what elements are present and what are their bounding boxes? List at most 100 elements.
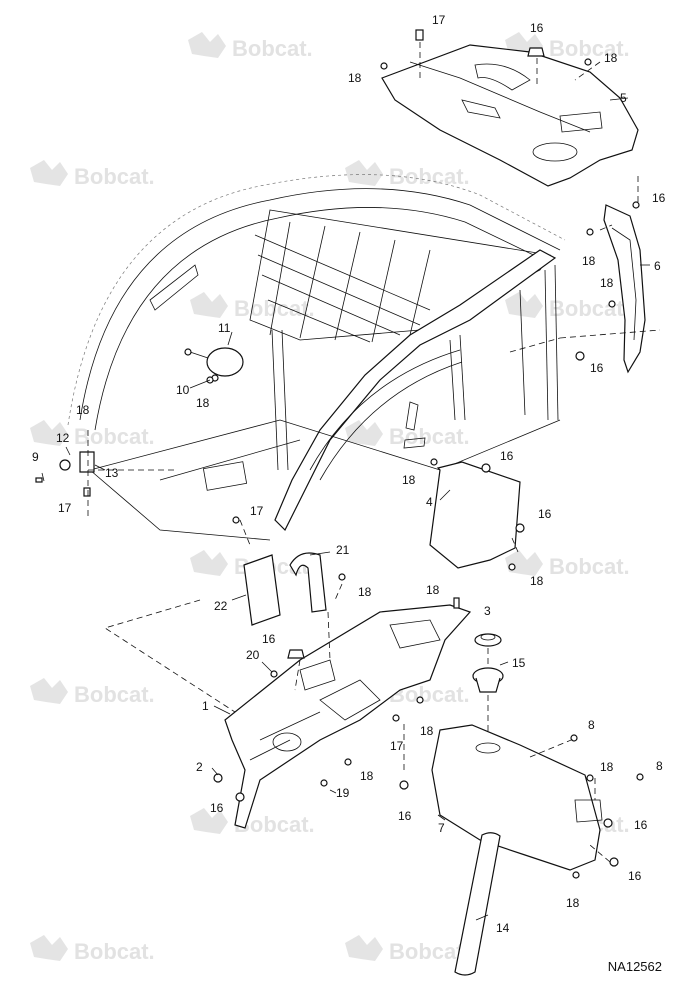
callout-18: 18: [426, 583, 440, 597]
watermark: Bobcat.: [190, 808, 315, 837]
callout-labels: 17 16 18 18 5 16 18 6 18 16 11 10 18 18 …: [32, 13, 666, 935]
callout-4: 4: [426, 495, 433, 509]
bobcat-logo-icon: [190, 550, 228, 576]
watermark: Bobcat.: [345, 420, 470, 449]
assembly-lines: [87, 42, 661, 863]
part-14-hose: [454, 832, 501, 976]
callout-15: 15: [512, 656, 526, 670]
callout-16: 16: [210, 801, 224, 815]
figure-code: NA12562: [607, 959, 662, 974]
bobcat-logo-icon: [345, 160, 383, 186]
callout-9: 9: [32, 450, 39, 464]
callout-2: 2: [196, 760, 203, 774]
callout-18: 18: [604, 51, 618, 65]
callout-5: 5: [620, 91, 627, 105]
watermark-text: Bobcat.: [74, 939, 155, 964]
watermark: Bobcat.: [188, 32, 313, 61]
bobcat-logo-icon: [30, 420, 68, 446]
bobcat-logo-icon: [505, 550, 543, 576]
watermark-text: Bobcat.: [74, 164, 155, 189]
part-3-cap: [474, 633, 502, 647]
part-6-side-bracket: [603, 204, 646, 374]
callout-18: 18: [530, 574, 544, 588]
bobcat-logo-icon: [30, 678, 68, 704]
watermark-text: Bobcat.: [74, 424, 155, 449]
callout-18: 18: [76, 403, 90, 417]
callout-3: 3: [484, 604, 491, 618]
callout-16: 16: [530, 21, 544, 35]
callout-1: 1: [202, 699, 209, 713]
callout-22: 22: [214, 599, 228, 613]
callout-18: 18: [566, 896, 580, 910]
part-15-grommet: [472, 667, 504, 693]
part-22-plate: [243, 554, 281, 626]
part-13-bracket: [35, 451, 95, 497]
cab-frame: [67, 174, 566, 541]
callout-7: 7: [438, 821, 445, 835]
watermark: Bobcat.: [30, 420, 155, 449]
watermark: Bobcat.: [30, 935, 155, 964]
callout-16: 16: [398, 809, 412, 823]
fasteners: [206, 29, 644, 879]
watermark: Bobcat.: [345, 160, 470, 189]
part-11-mirror: [184, 347, 244, 382]
part-1-console: [224, 604, 472, 829]
bobcat-logo-icon: [30, 935, 68, 961]
callout-8: 8: [656, 759, 663, 773]
callout-17: 17: [432, 13, 446, 27]
callout-17: 17: [390, 739, 404, 753]
watermark: Bobcat.: [505, 292, 630, 321]
callout-16: 16: [634, 818, 648, 832]
callout-12: 12: [56, 431, 70, 445]
watermark-text: Bobcat.: [549, 554, 630, 579]
callout-16: 16: [628, 869, 642, 883]
callout-16: 16: [538, 507, 552, 521]
watermark: Bobcat.: [30, 160, 155, 189]
watermark-text: Bobcat.: [389, 424, 470, 449]
watermark: Bobcat.: [505, 550, 630, 579]
roof-grid: [254, 221, 431, 343]
callout-16: 16: [500, 449, 514, 463]
callout-20: 20: [246, 648, 260, 662]
callout-16: 16: [590, 361, 604, 375]
callout-17: 17: [250, 504, 264, 518]
bobcat-logo-icon: [190, 292, 228, 318]
callout-18: 18: [582, 254, 596, 268]
part-4-side-panel: [429, 461, 521, 569]
bobcat-logo-icon: [345, 420, 383, 446]
callout-16: 16: [262, 632, 276, 646]
watermark-text: Bobcat.: [74, 682, 155, 707]
watermark-text: Bobcat.: [389, 939, 470, 964]
bobcat-logo-icon: [345, 935, 383, 961]
callout-18: 18: [196, 396, 210, 410]
watermark-text: Bobcat.: [389, 164, 470, 189]
part-21-seal: [289, 552, 327, 613]
callout-10: 10: [176, 383, 190, 397]
watermark: Bobcat.: [30, 678, 155, 707]
watermark-text: Bobcat.: [549, 36, 630, 61]
leader-lines: [41, 97, 650, 921]
callout-6: 6: [654, 259, 661, 273]
bobcat-logo-icon: [190, 808, 228, 834]
watermark: Bobcat.: [345, 935, 470, 964]
callout-18: 18: [600, 760, 614, 774]
callout-13: 13: [105, 466, 119, 480]
callout-19: 19: [336, 786, 350, 800]
callout-8: 8: [588, 718, 595, 732]
callout-11: 11: [218, 321, 231, 335]
callout-21: 21: [336, 543, 350, 557]
watermark-text: Bobcat.: [232, 36, 313, 61]
callout-18: 18: [600, 276, 614, 290]
watermark-text: Bobcat.: [549, 296, 630, 321]
callout-18: 18: [358, 585, 372, 599]
callout-18: 18: [360, 769, 374, 783]
bobcat-logo-icon: [30, 160, 68, 186]
part-7-lower-panel: [431, 724, 603, 871]
callout-18: 18: [348, 71, 362, 85]
callout-16: 16: [652, 191, 666, 205]
callout-18: 18: [420, 724, 434, 738]
callout-18: 18: [402, 473, 416, 487]
bobcat-logo-icon: [505, 292, 543, 318]
callout-14: 14: [496, 921, 510, 935]
